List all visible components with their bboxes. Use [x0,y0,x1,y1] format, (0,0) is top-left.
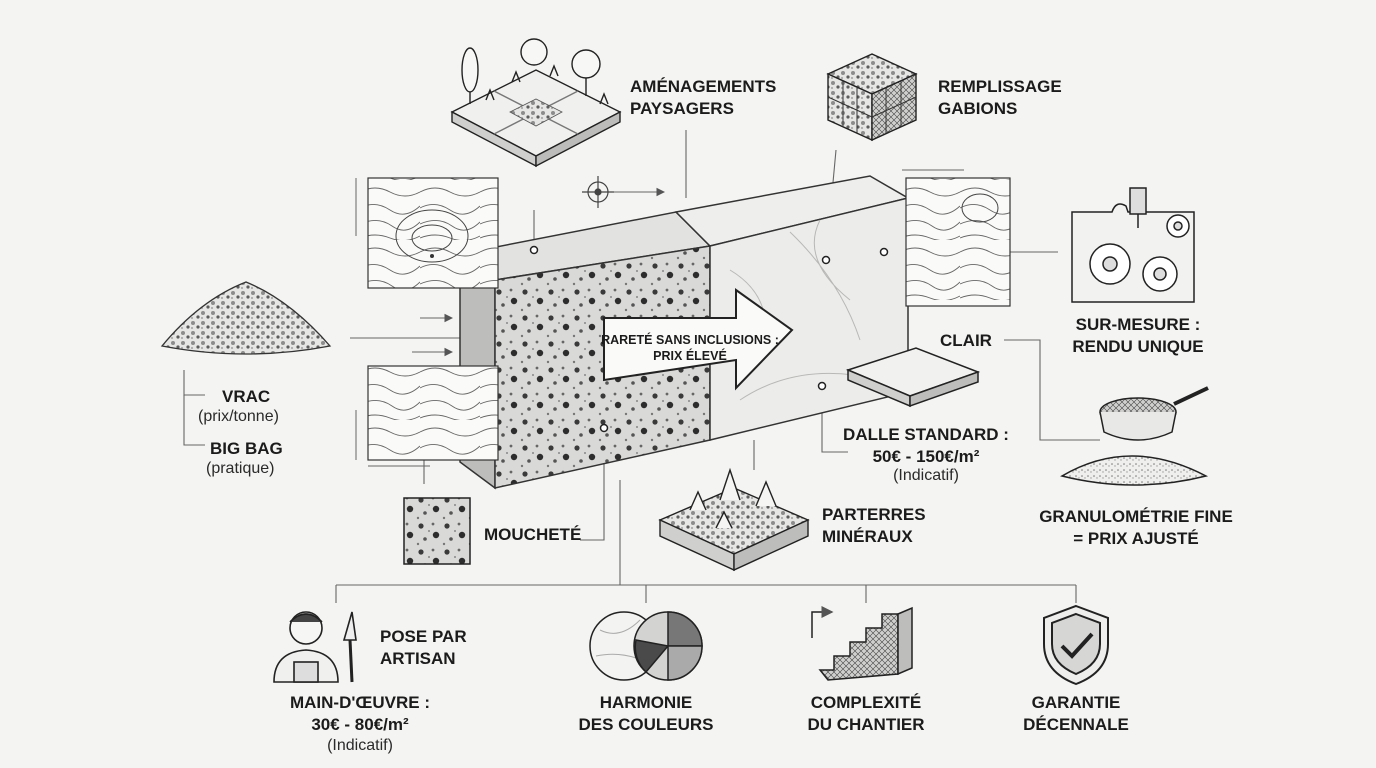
label-bigbag: BIG BAG [210,439,283,458]
label-pose-line2: ARTISAN [380,649,456,668]
sieve-icon [1060,386,1209,486]
label-complexite-line2: DU CHANTIER [807,715,925,734]
label-sur-mesure: SUR-MESURE : RENDU UNIQUE [1040,314,1236,358]
gabion-cage-icon [826,53,918,142]
label-clair: CLAIR [940,331,992,350]
gear-puzzle-icon [1071,187,1195,303]
staircase-icon [811,606,913,681]
label-complexite-line1: COMPLEXITÉ [810,693,922,712]
worker-trowel-icon [273,611,357,683]
label-granulo-line2: = PRIX AJUSTÉ [1073,529,1199,548]
label-mouchete: MOUCHETÉ [484,525,582,544]
label-gabions: REMPLISSAGE GABIONS [938,76,1062,120]
label-dalle: DALLE STANDARD : 50€ - 150€/m² [826,424,1026,468]
gravel-pile-icon [160,281,332,355]
label-gabions-line1: REMPLISSAGE [938,77,1062,96]
label-dalle-line2: 50€ - 150€/m² [872,447,980,466]
label-dalle-sub: (Indicatif) [893,467,959,484]
label-harmonie-line1: HARMONIE [599,693,693,712]
label-rarete-line1: RARETÉ SANS INCLUSIONS : [601,333,779,347]
label-granulo: GRANULOMÉTRIE FINE = PRIX AJUSTÉ [1020,506,1252,550]
label-amenagements-line1: AMÉNAGEMENTS [630,77,777,96]
stone-slab-icon [845,347,981,408]
label-garantie: GARANTIE DÉCENNALE [986,692,1166,736]
label-pose-line1: POSE PAR [380,627,467,646]
speckled-tile-icon [403,497,471,565]
label-garantie-line1: GARANTIE [1031,693,1121,712]
topo-panel-right [902,169,1011,307]
topo-panel-bottom-left [355,365,499,467]
label-amenagements: AMÉNAGEMENTS PAYSAGERS [630,76,776,120]
label-vrac-sub: (prix/tonne) [198,408,279,425]
label-vrac: VRAC [222,387,271,406]
label-bigbag-sub: (pratique) [206,460,275,477]
topo-panel-top-left [355,177,499,289]
label-pose: POSE PAR ARTISAN [380,626,467,670]
label-gabions-line2: GABIONS [938,99,1018,118]
label-rarete-line2: PRIX ÉLEVÉ [653,349,727,363]
big-arrow-shape [603,288,794,391]
marble-color-disc-icon [589,611,703,681]
label-harmonie-line2: DES COULEURS [578,715,714,734]
label-parterres-line2: MINÉRAUX [822,527,913,546]
label-sur-mesure-line2: RENDU UNIQUE [1072,337,1204,356]
label-rarete: RARETÉ SANS INCLUSIONS : PRIX ÉLEVÉ [600,332,780,364]
label-harmonie: HARMONIE DES COULEURS [556,692,736,736]
planter-icon [658,467,810,572]
label-parterres: PARTERRES MINÉRAUX [822,504,926,548]
label-garantie-line2: DÉCENNALE [1023,715,1129,734]
label-granulo-line1: GRANULOMÉTRIE FINE [1039,507,1233,526]
label-main-oeuvre-sub: (Indicatif) [327,737,393,754]
label-main-oeuvre-line1: MAIN-D'ŒUVRE : [289,693,431,712]
label-parterres-line1: PARTERRES [822,505,926,524]
label-sur-mesure-line1: SUR-MESURE : [1075,315,1201,334]
shield-check-icon [1043,604,1109,686]
label-dalle-line1: DALLE STANDARD : [843,425,1009,444]
crosshair-icon [582,176,614,208]
label-amenagements-line2: PAYSAGERS [630,99,734,118]
label-main-oeuvre: MAIN-D'ŒUVRE : 30€ - 80€/m² [260,692,460,736]
label-main-oeuvre-line2: 30€ - 80€/m² [311,715,409,734]
label-complexite: COMPLEXITÉ DU CHANTIER [776,692,956,736]
landscape-garden-icon [450,38,622,168]
